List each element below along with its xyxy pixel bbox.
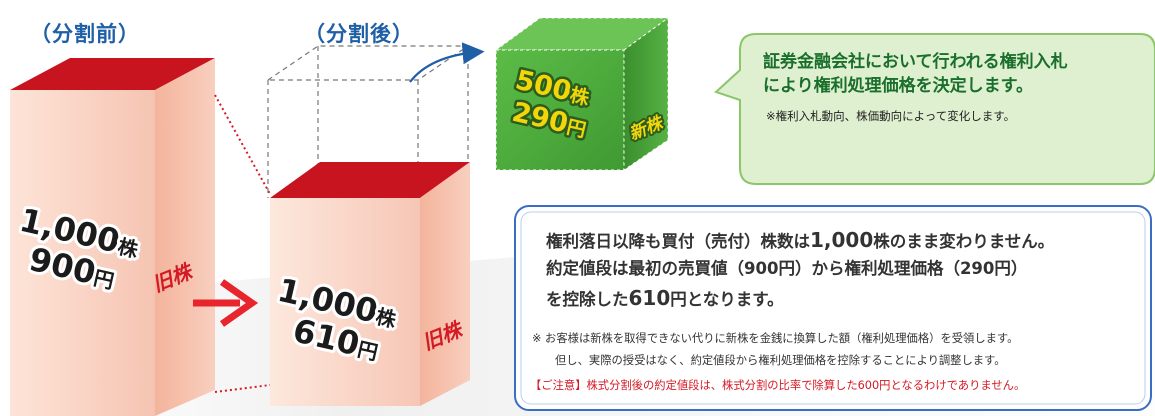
old-block-side <box>155 58 215 416</box>
callout-note: ※権利入札動向、株価動向によって変化します。 <box>766 109 1016 123</box>
info-note1: ※ お客様は新株を取得できない代りに新株を金銭に換算した額（権利処理価格）を受領… <box>532 332 1019 345</box>
after-label: （分割後） <box>304 22 414 46</box>
new-block-side <box>623 17 669 171</box>
info-caution: 【ご注意】株式分割後の約定値段は、株式分割の比率で除算した600円となるわけであ… <box>530 379 1026 392</box>
before-label: （分割前） <box>30 22 140 46</box>
info-line1-post: 株のまま変わりません。 <box>873 232 1055 251</box>
old-block-top <box>10 58 215 90</box>
info-line2: 約定値段は最初の売買値（900円）から権利処理価格（290円） <box>546 259 1028 278</box>
info-line3: を控除した610円となります。 <box>546 285 784 313</box>
split-block-front <box>270 198 420 406</box>
split-block <box>270 162 470 406</box>
callout-bubble <box>714 33 1155 185</box>
info-line3-post: 円となります。 <box>670 290 784 309</box>
connector-bottom <box>214 384 271 393</box>
info-line1-num: 1,000 <box>810 228 874 252</box>
split-block-top <box>270 162 470 198</box>
info-line1-pre: 権利落日以降も買付（売付）株数は <box>546 232 810 251</box>
callout-line2: により権利処理価格を決定します。 <box>763 76 1033 96</box>
old-block-front <box>10 90 155 416</box>
right-arrow-icon <box>193 279 259 327</box>
split-block-side <box>420 162 470 406</box>
info-box-inner <box>520 211 1146 405</box>
info-box <box>514 205 1152 411</box>
connector-top <box>214 94 271 195</box>
curved-arrow-icon <box>409 42 485 83</box>
callout-line1: 証券金融会社において行われる権利入札 <box>763 52 1068 72</box>
info-line3-pre: を控除した <box>546 290 629 309</box>
new-block <box>494 17 670 171</box>
info-note2: 但し、実際の授受はなく、約定値段から権利処理価格を控除することにより調整します。 <box>555 354 1006 367</box>
info-line1: 権利落日以降も買付（売付）株数は1,000株のまま変わりません。 <box>546 227 1054 255</box>
old-block <box>10 58 215 416</box>
info-line3-num: 610 <box>628 286 671 310</box>
